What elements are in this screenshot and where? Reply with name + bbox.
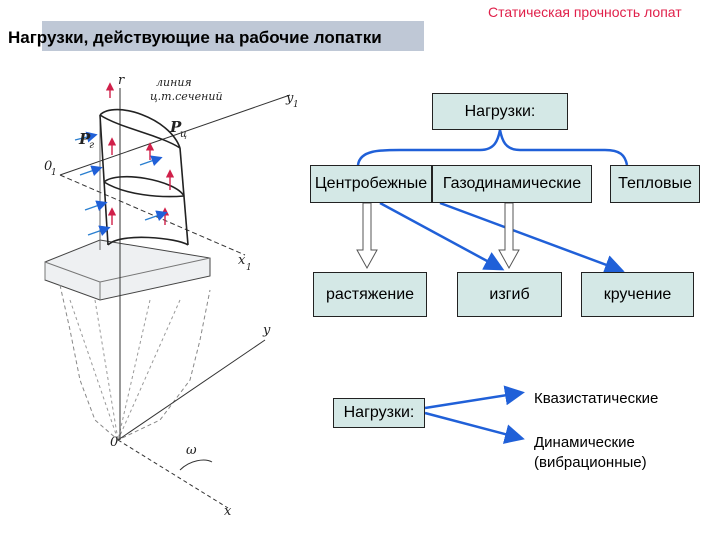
coordinate-axes <box>59 88 291 509</box>
label-line-1: линия <box>156 76 192 89</box>
dynamic-label-line2: (вибрационные) <box>534 454 647 471</box>
category-thermal-box: Тепловые <box>610 165 700 203</box>
label-y1: y <box>285 91 294 106</box>
label-pg-sub: г <box>89 140 94 151</box>
effect-tension-box: растяжение <box>313 272 427 317</box>
bottom-root-label: Нагрузки: <box>343 404 415 421</box>
dynamic-label-line1: Динамические <box>534 434 635 451</box>
label-y1-sub: 1 <box>293 100 299 110</box>
label-pc-sub: ц <box>180 129 187 140</box>
gas-force-arrows <box>74 131 168 237</box>
effect-torsion-box: кручение <box>581 272 694 317</box>
section-header: Статическая прочность лопат <box>488 4 682 20</box>
slide-title: Нагрузки, действующие на рабочие лопатки <box>8 28 382 47</box>
label-line-2: ц.m.сечений <box>150 90 223 103</box>
label-o1-sub: 1 <box>51 168 57 178</box>
tree-root-label: Нагрузки: <box>464 102 536 120</box>
tree-brace <box>356 129 629 166</box>
label-pg: P <box>78 130 91 148</box>
quasistatic-label: Квазистатические <box>534 390 659 407</box>
label-o1: 0 <box>44 159 52 174</box>
label-x: x <box>224 504 232 519</box>
label-y: y <box>262 323 271 338</box>
label-x1: x <box>238 253 246 268</box>
effect-bending-label: изгиб <box>489 285 530 303</box>
category-gasdynamic-box: Газодинамические <box>432 165 592 203</box>
label-x1-sub: 1 <box>246 263 252 273</box>
bottom-root-box: Нагрузки: <box>333 398 425 428</box>
effect-tension-label: растяжение <box>325 285 415 303</box>
effect-bending-box: изгиб <box>457 272 562 317</box>
blade-body <box>99 108 189 246</box>
category-gasdynamic-label: Газодинамические <box>442 175 582 192</box>
tree-arrows <box>379 201 625 275</box>
label-r: r <box>118 73 125 88</box>
rotation-arc <box>179 459 213 471</box>
tree-root-box: Нагрузки: <box>432 93 568 130</box>
category-centrifugal-box: Центробежные <box>310 165 432 203</box>
hollow-down-arrows <box>356 202 520 270</box>
title-bar <box>42 21 424 51</box>
bottom-arrows <box>424 385 525 444</box>
category-thermal-label: Тепловые <box>618 175 692 192</box>
label-pc: P <box>169 118 182 136</box>
label-omega: ω <box>186 443 197 458</box>
category-centrifugal-label: Центробежные <box>314 175 428 192</box>
blade-platform <box>44 239 211 441</box>
label-o: 0 <box>110 435 118 450</box>
effect-torsion-label: кручение <box>603 285 672 303</box>
